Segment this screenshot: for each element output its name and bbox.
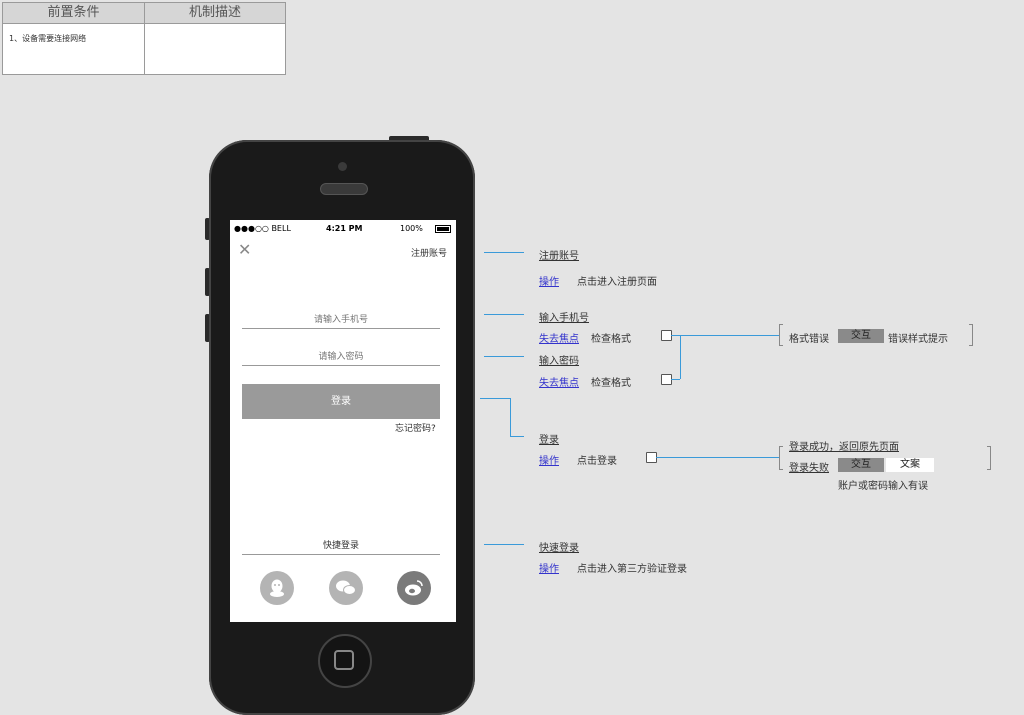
format-connector-a (671, 335, 705, 336)
description-header: 机制描述 (145, 3, 285, 24)
status-time: 4:21 PM (326, 224, 363, 233)
format-bracket-left (779, 324, 783, 346)
format-error-label: 格式错误 (789, 334, 829, 345)
home-square-icon (334, 650, 354, 670)
login-button[interactable]: 登录 (242, 384, 440, 419)
login-fail-text: 登录失败 (789, 463, 829, 474)
password-title: 输入密码 (539, 356, 579, 367)
battery-label: 100% (400, 224, 423, 233)
format-bracket-right (969, 324, 973, 346)
wechat-icon (336, 580, 356, 595)
close-icon[interactable]: ✕ (238, 240, 252, 259)
login-fail-interaction-tag: 交互 (838, 458, 884, 472)
format-interaction-tag: 交互 (838, 329, 884, 343)
login-desc: 点击登录 (577, 456, 617, 467)
format-connector-d (705, 335, 779, 336)
login-action[interactable]: 操作 (539, 456, 559, 467)
phone-title: 输入手机号 (539, 313, 589, 324)
connector-quick (484, 544, 524, 545)
login-title: 登录 (539, 435, 559, 446)
phone-action[interactable]: 失去焦点 (539, 334, 579, 345)
password-action[interactable]: 失去焦点 (539, 378, 579, 389)
speaker-grille (320, 183, 368, 195)
register-title: 注册账号 (539, 251, 579, 262)
forgot-password-link[interactable]: 忘记密码? (395, 424, 436, 434)
condition-header: 前置条件 (3, 3, 144, 24)
mute-switch (205, 218, 210, 240)
quick-login-label: 快捷登录 (242, 538, 440, 555)
phone-desc: 检查格式 (591, 334, 631, 345)
weibo-icon (405, 580, 423, 596)
login-bracket-left (779, 446, 783, 470)
power-button (389, 136, 429, 142)
connector-login-b (510, 398, 511, 436)
password-input[interactable] (242, 347, 440, 366)
home-button[interactable] (318, 634, 372, 688)
format-connector-c (671, 379, 680, 380)
login-bracket-right (987, 446, 991, 470)
connector-login-a (480, 398, 510, 399)
register-desc: 点击进入注册页面 (577, 277, 657, 288)
quick-desc: 点击进入第三方验证登录 (577, 564, 687, 575)
volume-down-button (205, 314, 210, 342)
format-error-desc: 错误样式提示 (888, 334, 948, 345)
battery-icon (435, 225, 451, 233)
register-link[interactable]: 注册账号 (411, 249, 448, 259)
register-action[interactable]: 操作 (539, 277, 559, 288)
connector-phone (484, 314, 524, 315)
camera-icon (338, 162, 347, 171)
login-success-text: 登录成功，返回原先页面 (789, 442, 899, 453)
login-fail-desc: 账户或密码输入有误 (838, 481, 928, 492)
quick-action[interactable]: 操作 (539, 564, 559, 575)
carrier-label: ●●●○○ BELL (234, 224, 291, 233)
password-desc: 检查格式 (591, 378, 631, 389)
quick-title: 快速登录 (539, 543, 579, 554)
format-connector-b (680, 335, 681, 379)
login-fail-copy-tag: 文案 (886, 458, 934, 472)
phone-input[interactable] (242, 310, 440, 329)
volume-up-button (205, 268, 210, 296)
login-result-connector (656, 457, 779, 458)
connector-register (484, 252, 524, 253)
phone-screen (230, 220, 456, 622)
condition-text: 1、设备需要连接网络 (9, 34, 87, 43)
qq-login-button[interactable] (260, 571, 294, 605)
wechat-login-button[interactable] (329, 571, 363, 605)
qq-icon (270, 579, 284, 597)
weibo-login-button[interactable] (397, 571, 431, 605)
table-divider (144, 3, 145, 74)
condition-table: 前置条件 机制描述 1、设备需要连接网络 (2, 2, 286, 75)
connector-login-c (510, 436, 524, 437)
connector-password (484, 356, 524, 357)
